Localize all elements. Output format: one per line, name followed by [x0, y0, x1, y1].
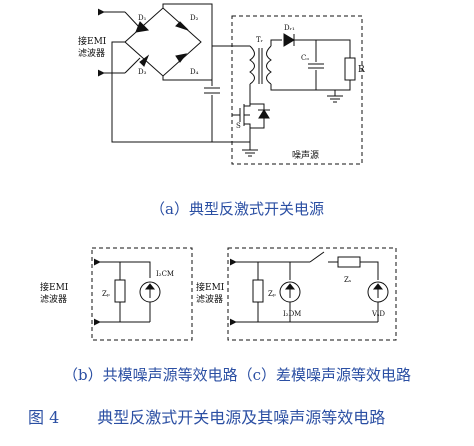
caption-bc: （b）共模噪声源等效电路（c）差模噪声源等效电路: [62, 366, 411, 384]
figure-caption: 图 4 典型反激式开关电源及其噪声源等效电路: [28, 404, 385, 428]
impedance-zp-c: [252, 279, 264, 303]
label-zp-b: Zₚ: [102, 290, 110, 298]
label-d4: D₄: [190, 68, 199, 76]
emi-label-c-1: 接EMI: [196, 281, 225, 293]
caption-a: （a）典型反激式开关电源: [150, 200, 324, 218]
label-output-diode: Dᵣ₁: [284, 24, 295, 32]
label-zp-c: Zₚ: [268, 290, 276, 298]
noise-source-box: [231, 15, 363, 165]
emi-label-b-2: 滤波器: [40, 293, 67, 305]
circuit-c-differential-mode: [227, 247, 397, 341]
figure-title: 典型反激式开关电源及其噪声源等效电路: [97, 408, 386, 427]
emi-label-c-2: 滤波器: [196, 293, 223, 305]
label-noise-box: 噪声源: [292, 149, 319, 161]
label-switch: S: [236, 122, 241, 130]
diode-d2: [175, 21, 189, 31]
label-output-cap: Cₒ: [301, 54, 309, 62]
switch-c: [309, 251, 325, 263]
label-transformer: Tᵣ: [256, 36, 264, 44]
noise-box-b: [91, 247, 193, 341]
circuit-a-flyback: [97, 3, 363, 165]
noise-box-c: [227, 247, 397, 341]
emi-label-b-1: 接EMI: [40, 281, 69, 293]
diode-d1: [135, 21, 150, 33]
label-d1: D₁: [138, 14, 147, 22]
transformer-secondary: [266, 45, 272, 85]
load-resistor: [344, 57, 356, 81]
label-zs-c: Zₛ: [344, 276, 352, 284]
circuit-b-common-mode: [91, 247, 193, 341]
mosfet-switch: [212, 98, 270, 143]
emi-label-a-1: 接EMI: [78, 35, 107, 47]
label-d3: D₃: [138, 68, 147, 76]
emi-label-a-2: 滤波器: [78, 47, 105, 59]
diode-d3: [139, 54, 150, 67]
bridge-rectifier: [124, 7, 202, 77]
transformer-primary: [249, 45, 255, 85]
label-idm-c: I₂DM: [283, 310, 301, 318]
label-vsd-c: VₛD: [371, 310, 385, 318]
label-load: R: [358, 65, 365, 75]
figure-number: 图 4: [28, 408, 60, 427]
diode-output: [283, 33, 295, 47]
label-icm-b: I₂CM: [156, 270, 174, 278]
impedance-zp-b: [114, 279, 126, 303]
diode-d4: [175, 53, 188, 63]
label-d2: D₂: [190, 14, 199, 22]
impedance-zs-c: [337, 256, 361, 268]
